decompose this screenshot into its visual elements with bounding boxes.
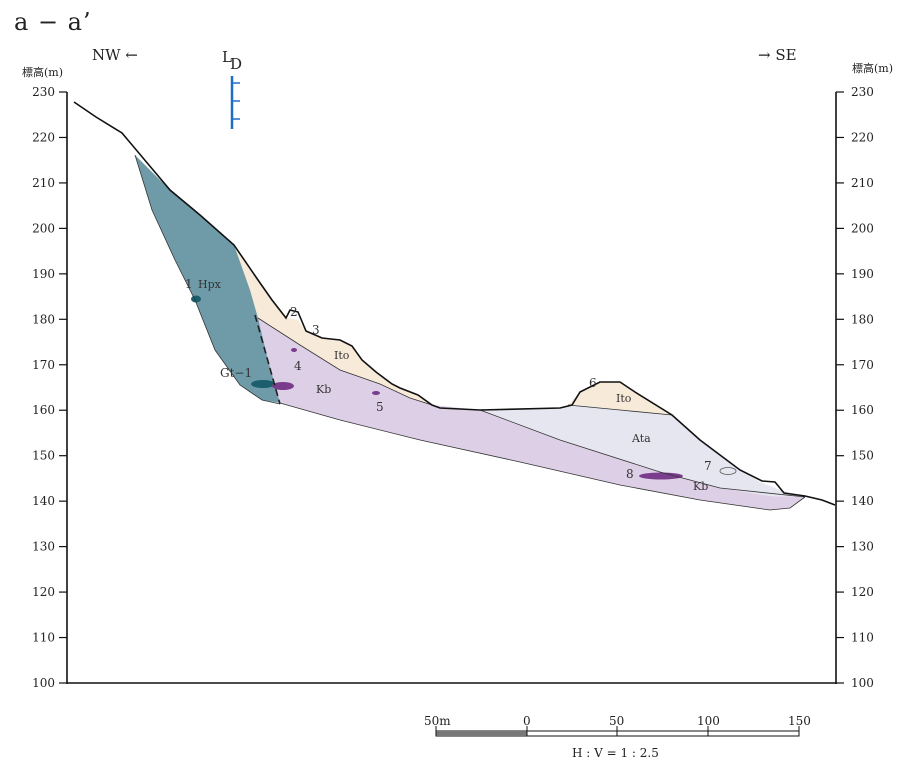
marker-4: 4 <box>294 359 302 373</box>
axis-unit-right: 標高(m) <box>852 61 893 75</box>
contact-kb-base <box>279 402 806 511</box>
left-axis-tick-label: 230 <box>32 85 55 99</box>
right-axis-tick-label: 110 <box>851 631 874 645</box>
left-axis-tick-label: 210 <box>32 176 55 190</box>
left-axis-tick-label: 220 <box>32 130 55 144</box>
borehole-sub: D <box>230 55 242 73</box>
label-hpx: Hpx <box>198 278 222 291</box>
marker-5: 5 <box>376 400 384 414</box>
borehole-label: L <box>222 48 232 66</box>
marker-6: 6 <box>589 376 597 390</box>
right-axis-tick-label: 220 <box>851 130 874 144</box>
ground-surface <box>73 101 836 506</box>
right-axis-tick-label: 150 <box>851 449 874 463</box>
unit-kb-area <box>258 318 805 510</box>
lens-gt-dark <box>251 380 275 388</box>
contact-hpx-kb <box>254 314 281 405</box>
right-axis-tick-label: 180 <box>851 312 874 326</box>
unit-ito-area <box>234 245 432 405</box>
scale-tick-label: 50 <box>609 714 624 728</box>
contact-ito-ata <box>567 404 673 416</box>
lens-4 <box>291 348 297 352</box>
left-axis-tick-label: 140 <box>32 494 55 508</box>
right-axis-tick-label: 160 <box>851 403 874 417</box>
left-axis-tick-label: 150 <box>32 449 55 463</box>
marker-1: 1 <box>185 277 193 291</box>
left-axis-tick-label: 200 <box>32 221 55 235</box>
right-axis-tick-label: 120 <box>851 585 874 599</box>
left-axis-tick-label: 180 <box>32 312 55 326</box>
direction-se: → SE <box>758 46 797 64</box>
lens-7 <box>719 467 737 475</box>
right-axis-tick-label: 170 <box>851 358 874 372</box>
lens-gt-purple <box>272 382 294 390</box>
right-axis-tick-label: 200 <box>851 221 874 235</box>
left-axis-tick-label: 110 <box>32 631 55 645</box>
marker-7: 7 <box>704 459 712 473</box>
right-axis-tick-label: 140 <box>851 494 874 508</box>
marker-2: 2 <box>290 305 298 319</box>
left-axis-tick-label: 100 <box>32 676 55 690</box>
scale-tick-label: 50m <box>424 714 451 728</box>
marker-3: 3 <box>312 323 320 337</box>
left-axis-tick-label: 120 <box>32 585 55 599</box>
scale-ratio: H : V = 1 : 2.5 <box>572 746 659 760</box>
marker-8: 8 <box>626 467 634 481</box>
label-ata: Ata <box>631 432 651 445</box>
scale-tick-label: 0 <box>523 714 531 728</box>
left-axis-tick-label: 160 <box>32 403 55 417</box>
label-ito-2: Ito <box>616 392 632 405</box>
contact-ata-kb <box>479 409 806 498</box>
lens-8 <box>639 472 683 480</box>
left-axis-tick-label: 190 <box>32 267 55 281</box>
label-ito-1: Ito <box>334 349 350 362</box>
axis-unit-left: 標高(m) <box>22 65 63 79</box>
contact-ito-kb <box>257 317 433 406</box>
unit-hpx-area <box>135 155 280 403</box>
right-axis-tick-label: 210 <box>851 176 874 190</box>
scale-bar <box>435 726 800 737</box>
lens-5 <box>372 391 380 395</box>
label-kb-2: Kb <box>693 480 708 493</box>
right-axis-tick-label: 100 <box>851 676 874 690</box>
left-axis: 100 110 120 130 140 150 160 170 180 190 200 210 220 2… <box>32 85 68 690</box>
scale-tick-label: 150 <box>788 714 811 728</box>
left-axis-tick-label: 130 <box>32 540 55 554</box>
label-kb-1: Kb <box>316 383 331 396</box>
left-axis-tick-label: 170 <box>32 358 55 372</box>
direction-nw: NW ← <box>92 46 138 64</box>
section-title: a − a’ <box>14 8 92 36</box>
right-axis-tick-label: 130 <box>851 540 874 554</box>
right-axis: 100 110 120 130 140 150 160 170 180 190 200 210 220 2… <box>835 85 874 690</box>
right-axis-tick-label: 190 <box>851 267 874 281</box>
scale-tick-label: 100 <box>697 714 720 728</box>
label-gt: Gt−1 <box>220 366 252 380</box>
right-axis-tick-label: 230 <box>851 85 874 99</box>
contact-hpx-west <box>134 154 281 405</box>
